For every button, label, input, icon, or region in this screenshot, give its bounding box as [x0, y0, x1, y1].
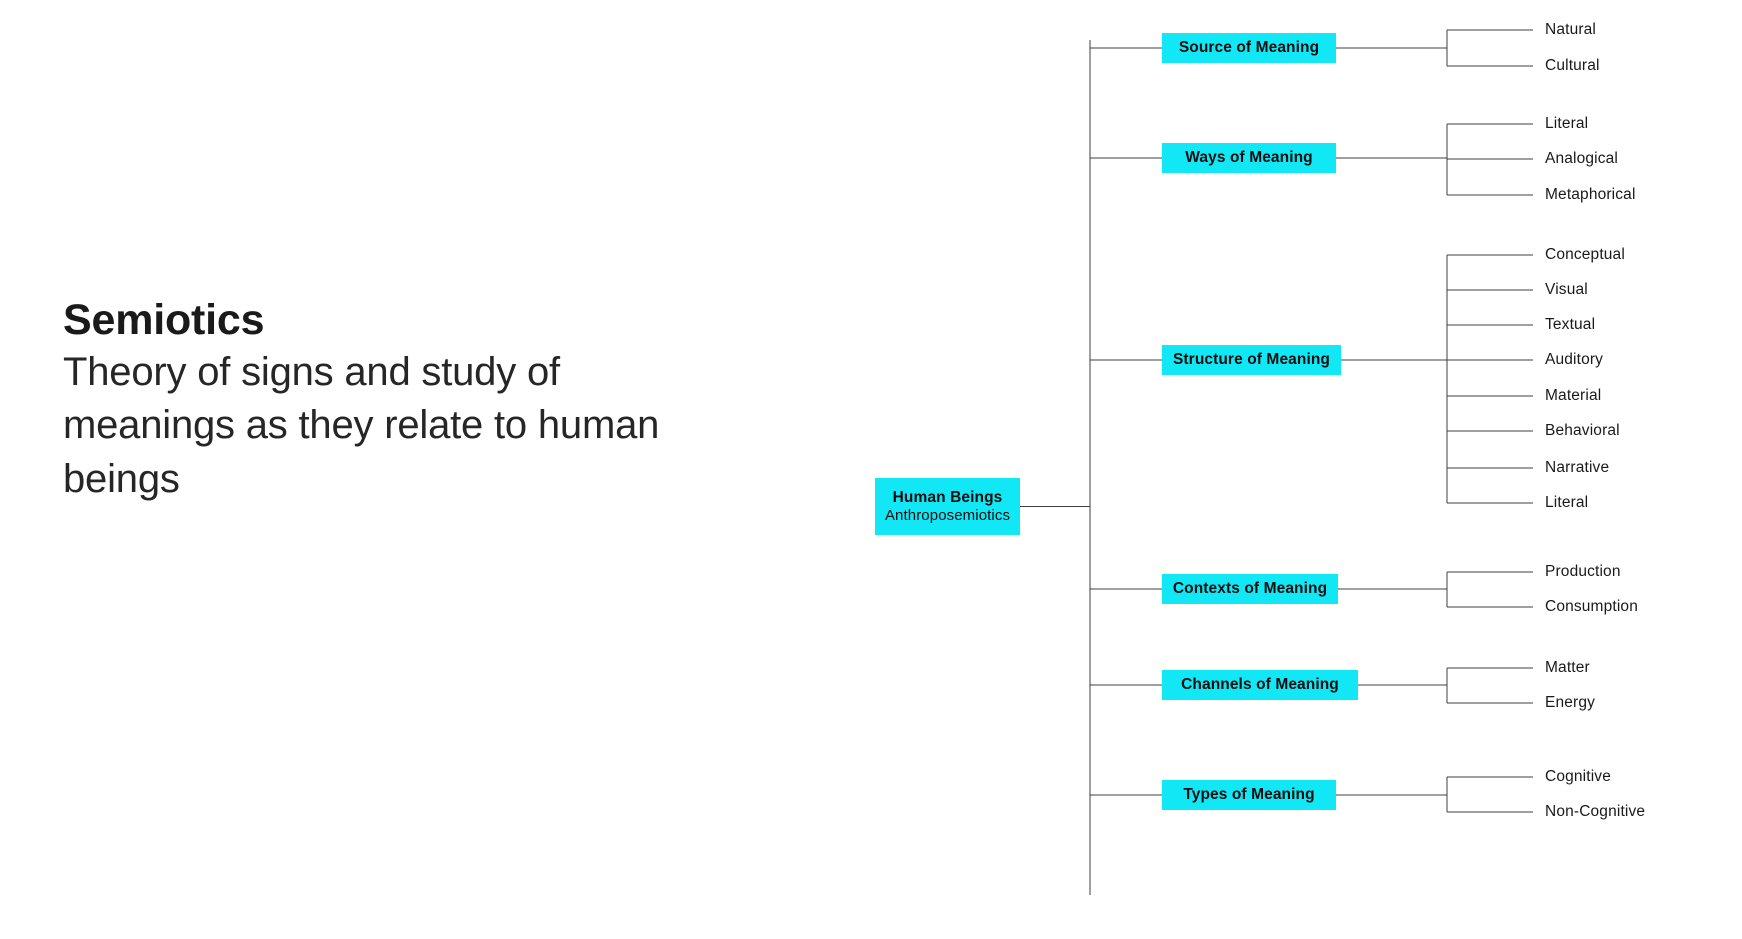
branch-node-types-of-meaning[interactable]: Types of Meaning [1162, 780, 1336, 810]
leaf-label-ways-of-meaning-analogical[interactable]: Analogical [1545, 150, 1619, 167]
leaf-label-structure-of-meaning-narrative[interactable]: Narrative [1545, 459, 1610, 476]
leaf-label-types-of-meaning-non-cognitive[interactable]: Non-Cognitive [1545, 803, 1646, 820]
leaf-label-structure-of-meaning-behavioral[interactable]: Behavioral [1545, 422, 1620, 439]
leaf-label-contexts-of-meaning-consumption[interactable]: Consumption [1545, 598, 1638, 615]
branch-node-contexts-of-meaning[interactable]: Contexts of Meaning [1162, 574, 1338, 604]
leaf-label-ways-of-meaning-metaphorical[interactable]: Metaphorical [1545, 186, 1636, 203]
branch-node-label-channels-of-meaning: Channels of Meaning [1181, 676, 1339, 694]
branch-node-label-ways-of-meaning: Ways of Meaning [1185, 149, 1313, 167]
root-node-subtitle: Anthroposemiotics [884, 506, 1011, 524]
branch-node-label-types-of-meaning: Types of Meaning [1183, 786, 1315, 804]
branch-node-channels-of-meaning[interactable]: Channels of Meaning [1162, 670, 1358, 700]
branch-node-label-contexts-of-meaning: Contexts of Meaning [1172, 580, 1328, 598]
branch-node-label-structure-of-meaning: Structure of Meaning [1172, 351, 1330, 369]
text-block: Semiotics Theory of signs and study of m… [63, 296, 683, 506]
leaf-label-contexts-of-meaning-production[interactable]: Production [1545, 563, 1621, 580]
leaf-label-channels-of-meaning-energy[interactable]: Energy [1545, 694, 1596, 711]
leaf-label-ways-of-meaning-literal[interactable]: Literal [1545, 115, 1589, 132]
leaf-label-structure-of-meaning-visual[interactable]: Visual [1545, 281, 1588, 298]
page-description: Theory of signs and study of meanings as… [63, 350, 660, 501]
leaf-label-structure-of-meaning-material[interactable]: Material [1545, 387, 1602, 404]
page-title: Semiotics [63, 296, 265, 344]
leaf-label-structure-of-meaning-textual[interactable]: Textual [1545, 316, 1596, 333]
branch-node-source-of-meaning[interactable]: Source of Meaning [1162, 33, 1336, 63]
leaf-label-structure-of-meaning-conceptual[interactable]: Conceptual [1545, 246, 1625, 263]
leaf-label-types-of-meaning-cognitive[interactable]: Cognitive [1545, 768, 1611, 785]
branch-node-structure-of-meaning[interactable]: Structure of Meaning [1162, 345, 1341, 375]
branch-node-ways-of-meaning[interactable]: Ways of Meaning [1162, 143, 1336, 173]
leaf-label-structure-of-meaning-auditory[interactable]: Auditory [1545, 351, 1604, 368]
leaf-label-source-of-meaning-cultural[interactable]: Cultural [1545, 57, 1600, 74]
root-node-title: Human Beings [892, 489, 1003, 507]
branch-node-label-source-of-meaning: Source of Meaning [1178, 39, 1320, 57]
leaf-label-structure-of-meaning-literal[interactable]: Literal [1545, 494, 1589, 511]
leaf-label-channels-of-meaning-matter[interactable]: Matter [1545, 659, 1590, 676]
leaf-label-source-of-meaning-natural[interactable]: Natural [1545, 21, 1597, 38]
